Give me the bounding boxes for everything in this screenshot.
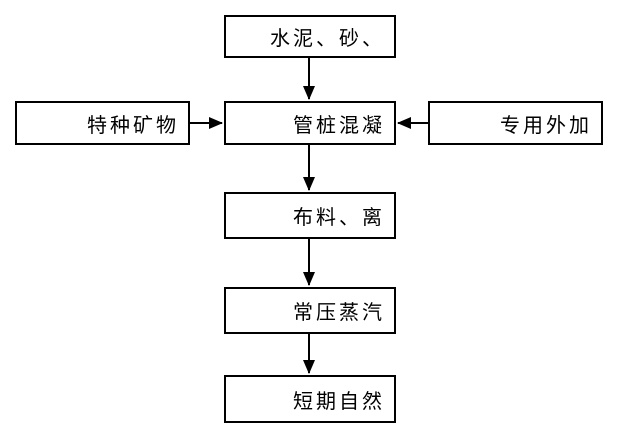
node-distribution-centrifuge: 布料、离 (224, 192, 396, 239)
node-short-term-natural: 短期自然 (224, 375, 396, 423)
node-short-term-natural-label: 短期自然 (293, 390, 385, 413)
node-pipe-pile-concrete-label: 管桩混凝 (293, 114, 385, 137)
node-raw-materials: 水泥、砂、 (224, 15, 396, 58)
node-special-additive-label: 专用外加 (500, 114, 592, 137)
node-distribution-centrifuge-label: 布料、离 (293, 207, 385, 229)
node-atmospheric-steam-label: 常压蒸汽 (293, 302, 385, 324)
node-special-additive: 专用外加 (428, 101, 603, 145)
node-special-minerals-label: 特种矿物 (87, 114, 179, 137)
node-raw-materials-label: 水泥、砂、 (270, 28, 385, 50)
node-special-minerals: 特种矿物 (15, 101, 190, 145)
node-atmospheric-steam: 常压蒸汽 (224, 287, 396, 334)
node-pipe-pile-concrete: 管桩混凝 (224, 101, 396, 145)
